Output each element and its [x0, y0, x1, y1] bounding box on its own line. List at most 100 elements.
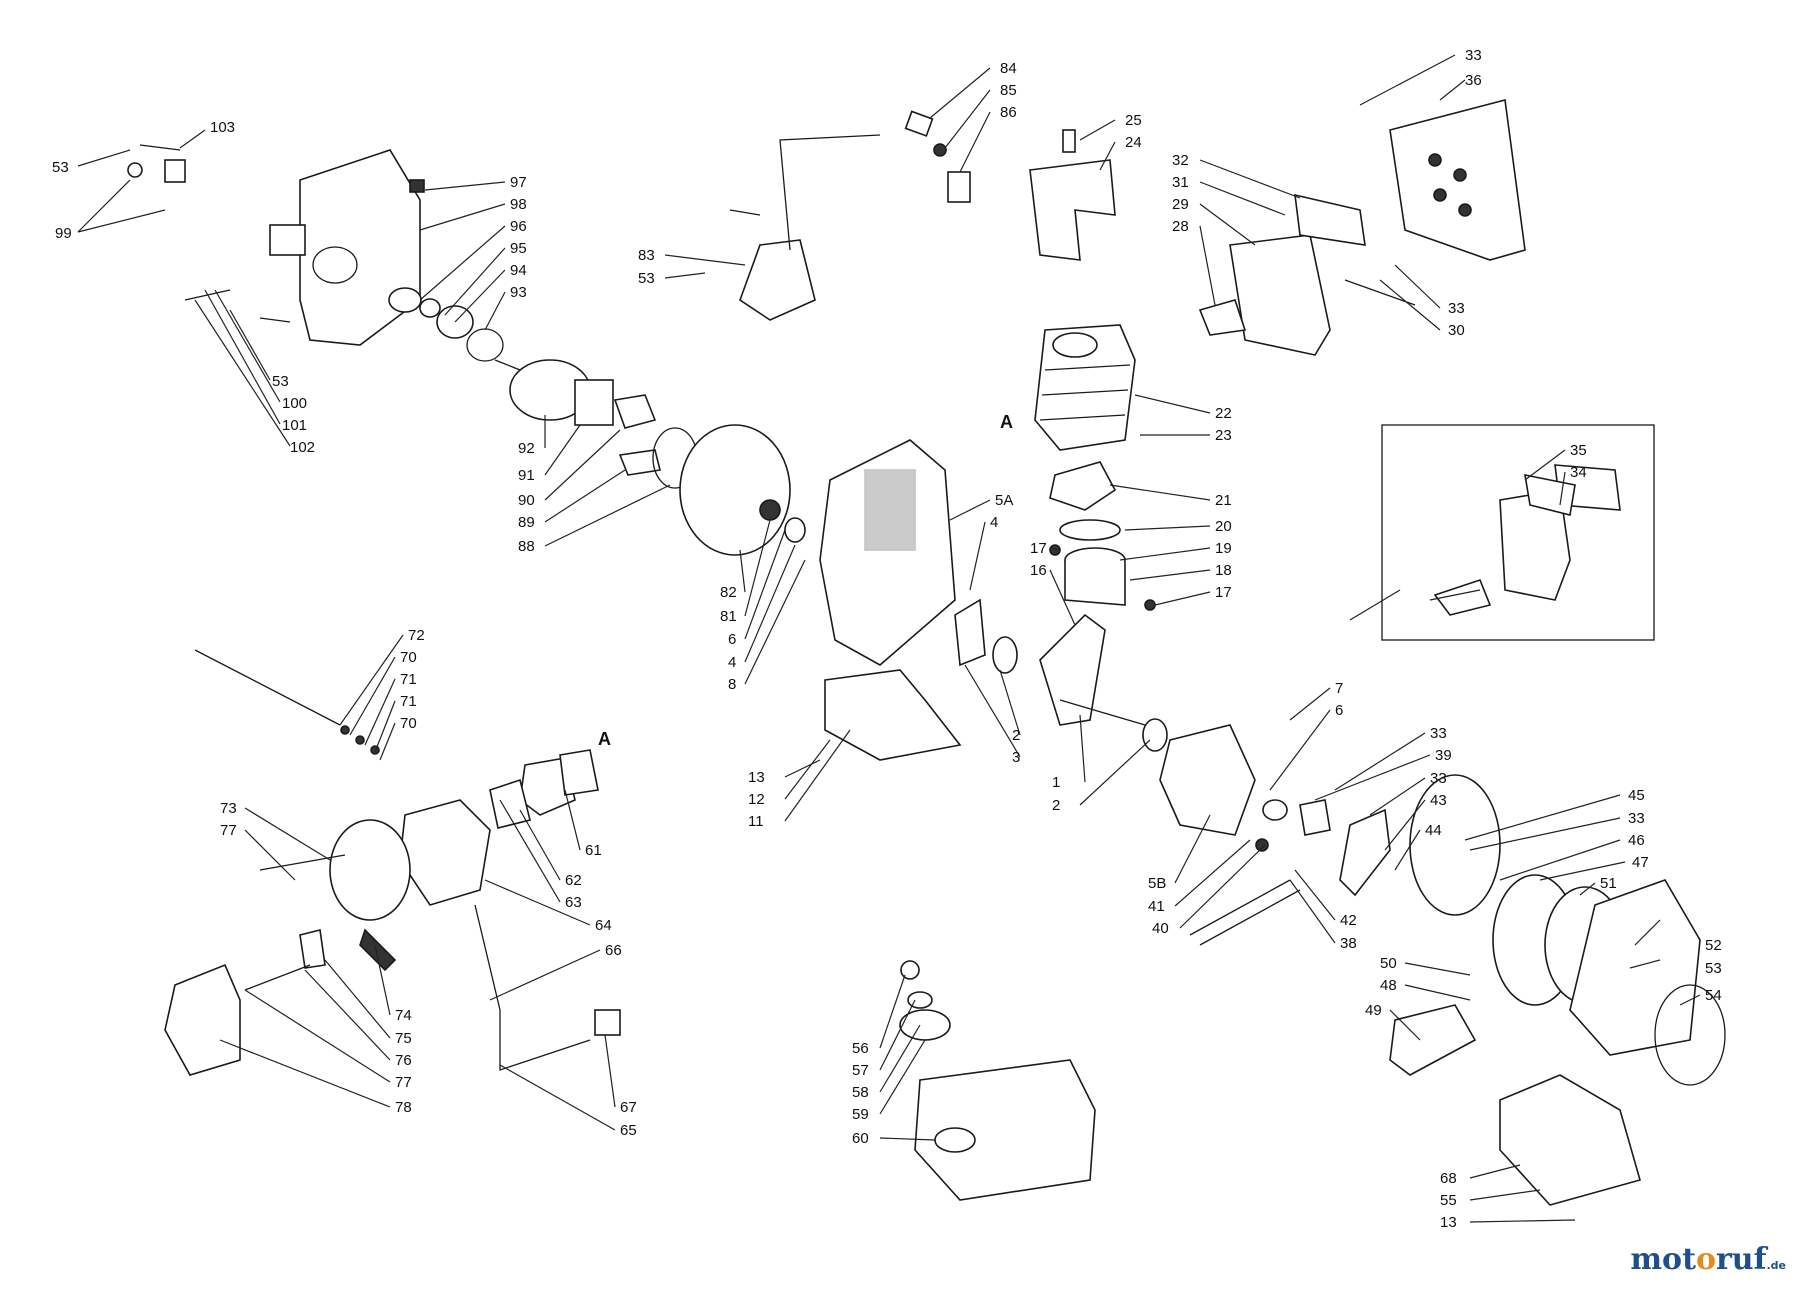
callout-label: 23 — [1215, 427, 1232, 444]
callout-label: 8 — [728, 676, 736, 693]
leader-lines — [77, 54, 1701, 1223]
callout-label: 96 — [510, 218, 527, 235]
callout-label: 99 — [55, 225, 72, 242]
callout-label: 94 — [510, 262, 527, 279]
callout-label: 103 — [210, 119, 235, 136]
logo-text-3: ruf — [1715, 1242, 1767, 1277]
callout-label: 47 — [1632, 854, 1649, 871]
callout-label: 33 — [1430, 770, 1447, 787]
callout-label: 92 — [518, 440, 535, 457]
callout-label: 33 — [1430, 725, 1447, 742]
callout-label: 16 — [1030, 562, 1047, 579]
callout-label: 33 — [1465, 47, 1482, 64]
callout-label: 84 — [1000, 60, 1017, 77]
callout-label: 71 — [400, 693, 417, 710]
logo-text-2: o — [1695, 1242, 1716, 1277]
callout-label: 68 — [1440, 1170, 1457, 1187]
callout-label: 4 — [990, 514, 998, 531]
callout-label: 54 — [1705, 987, 1722, 1004]
callout-label: 18 — [1215, 562, 1232, 579]
callout-label: 55 — [1440, 1192, 1457, 1209]
callout-label: 70 — [400, 649, 417, 666]
callout-label: 34 — [1570, 464, 1587, 481]
callout-label: 98 — [510, 196, 527, 213]
callout-label: 5A — [995, 492, 1013, 509]
callout-label: 62 — [565, 872, 582, 889]
callout-label: 33 — [1448, 300, 1465, 317]
callout-label: 2 — [1052, 797, 1060, 814]
callout-label: 81 — [720, 608, 737, 625]
callout-label-A: A — [598, 729, 611, 749]
callout-label: 63 — [565, 894, 582, 911]
callout-label: 56 — [852, 1040, 869, 1057]
callout-label: 21 — [1215, 492, 1232, 509]
callout-label: 90 — [518, 492, 535, 509]
callout-label: 28 — [1172, 218, 1189, 235]
callout-label: 86 — [1000, 104, 1017, 121]
logo-text-1: mot — [1630, 1242, 1696, 1277]
callout-label: 57 — [852, 1062, 869, 1079]
callout-label: 42 — [1340, 912, 1357, 929]
callout-label: 31 — [1172, 174, 1189, 191]
callout-label: 32 — [1172, 152, 1189, 169]
callout-label: 66 — [605, 942, 622, 959]
callout-label: 6 — [728, 631, 736, 648]
callout-label: 2 — [1012, 727, 1020, 744]
callout-label: 77 — [395, 1074, 412, 1091]
callout-label: 45 — [1628, 787, 1645, 804]
callout-label: 19 — [1215, 540, 1232, 557]
callout-label: 61 — [585, 842, 602, 859]
callout-label: 93 — [510, 284, 527, 301]
callout-label: 64 — [595, 917, 612, 934]
logo-tld: .de — [1766, 1259, 1786, 1272]
callout-label: 53 — [52, 159, 69, 176]
callout-label: 13 — [1440, 1214, 1457, 1231]
callout-label: 85 — [1000, 82, 1017, 99]
callout-label: 39 — [1435, 747, 1452, 764]
callout-label: 77 — [220, 822, 237, 839]
callout-label: 22 — [1215, 405, 1232, 422]
callout-label: 58 — [852, 1084, 869, 1101]
callout-label: 82 — [720, 584, 737, 601]
callout-label: 5B — [1148, 875, 1166, 892]
callout-label: 73 — [220, 800, 237, 817]
callout-labels: 53 103 99 97 98 96 95 94 93 53 100 101 1… — [52, 47, 1722, 1231]
callout-label: 70 — [400, 715, 417, 732]
callout-label: 88 — [518, 538, 535, 555]
callout-label: 17 — [1030, 540, 1047, 557]
callout-label: 38 — [1340, 935, 1357, 952]
callout-label: 29 — [1172, 196, 1189, 213]
callout-label: 40 — [1152, 920, 1169, 937]
callout-label: 53 — [272, 373, 289, 390]
callout-label: 71 — [400, 671, 417, 688]
callout-label: 3 — [1012, 749, 1020, 766]
callout-label: 48 — [1380, 977, 1397, 994]
callout-label: 97 — [510, 174, 527, 191]
callout-label: 76 — [395, 1052, 412, 1069]
callout-label: 35 — [1570, 442, 1587, 459]
callout-label: 12 — [748, 791, 765, 808]
motoruf-watermark-logo: motoruf.de — [1630, 1242, 1786, 1277]
callout-label: 30 — [1448, 322, 1465, 339]
callout-label-A: A — [1000, 412, 1013, 432]
callout-label: 11 — [748, 813, 764, 830]
callout-label: 25 — [1125, 112, 1142, 129]
callout-label: 102 — [290, 439, 315, 456]
callout-label: 53 — [1705, 960, 1722, 977]
callout-label: 51 — [1600, 875, 1617, 892]
callout-label: 17 — [1215, 584, 1232, 601]
callout-label: 6 — [1335, 702, 1343, 719]
callout-label: 53 — [638, 270, 655, 287]
callout-label: 4 — [728, 654, 736, 671]
callout-label: 65 — [620, 1122, 637, 1139]
callout-label: 13 — [748, 769, 765, 786]
callout-label: 89 — [518, 514, 535, 531]
callout-label: 100 — [282, 395, 307, 412]
callout-label: 36 — [1465, 72, 1482, 89]
callout-label: 78 — [395, 1099, 412, 1116]
callout-label: 33 — [1628, 810, 1645, 827]
callout-label: 95 — [510, 240, 527, 257]
callout-label: 52 — [1705, 937, 1722, 954]
callout-label: 91 — [518, 467, 535, 484]
